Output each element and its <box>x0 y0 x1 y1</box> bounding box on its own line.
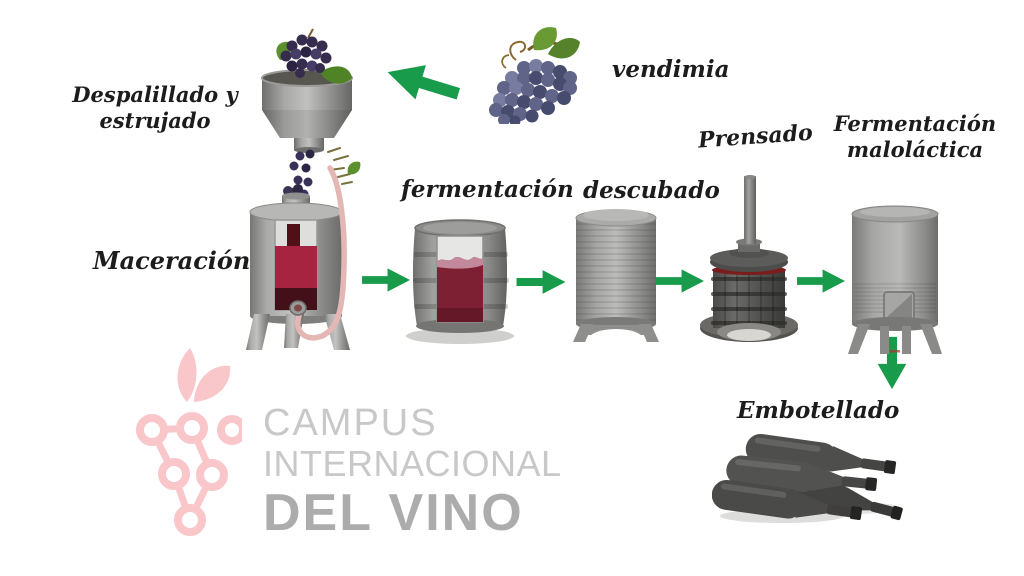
fermentation-barrel-icon <box>404 212 518 346</box>
label-despalillado-line1: Despalillado y <box>72 82 238 107</box>
label-vendimia: vendimia <box>612 56 730 83</box>
label-despalillado-estrujado: Despalillado y estrujado <box>70 82 240 135</box>
harvest-arrow-left-icon <box>386 60 461 106</box>
wine-press-icon <box>696 174 802 346</box>
crusher-hopper-icon <box>250 24 372 199</box>
label-maceracion: Maceración <box>93 246 251 275</box>
arrow-right-icon-4 <box>797 266 845 296</box>
arrow-right-icon-2 <box>516 267 566 297</box>
logo-text-line1: CAMPUS <box>263 402 438 444</box>
logo-text-line3: DEL VINO <box>263 484 524 542</box>
malolactic-tank-icon <box>846 200 946 356</box>
logo-text: CAMPUS INTERNACIONAL DEL VINO <box>263 402 593 542</box>
grape-bunch-icon <box>478 20 590 124</box>
label-fermentacion: fermentación <box>401 176 574 203</box>
bottling-arrow-down-icon <box>876 336 908 390</box>
label-descubado: descubado <box>583 177 720 204</box>
label-despalillado-line2: estrujado <box>99 108 211 134</box>
logo-text-line2: INTERNACIONAL <box>263 443 562 484</box>
maceration-tank-icon <box>246 158 350 354</box>
wine-bottles-icon <box>712 430 912 526</box>
logo-grape-icon <box>130 342 242 542</box>
arrow-right-icon-1 <box>362 265 410 295</box>
label-embotellado: Embotellado <box>737 397 900 424</box>
label-malolactica-line2: maloláctica <box>846 137 984 163</box>
label-prensado: Prensado <box>697 119 814 154</box>
racking-tank-icon <box>569 202 663 344</box>
label-malolactica-line1: Fermentación <box>833 111 997 136</box>
label-fermentacion-malolactica: Fermentación maloláctica <box>832 111 998 164</box>
arrow-right-icon-3 <box>656 266 704 296</box>
